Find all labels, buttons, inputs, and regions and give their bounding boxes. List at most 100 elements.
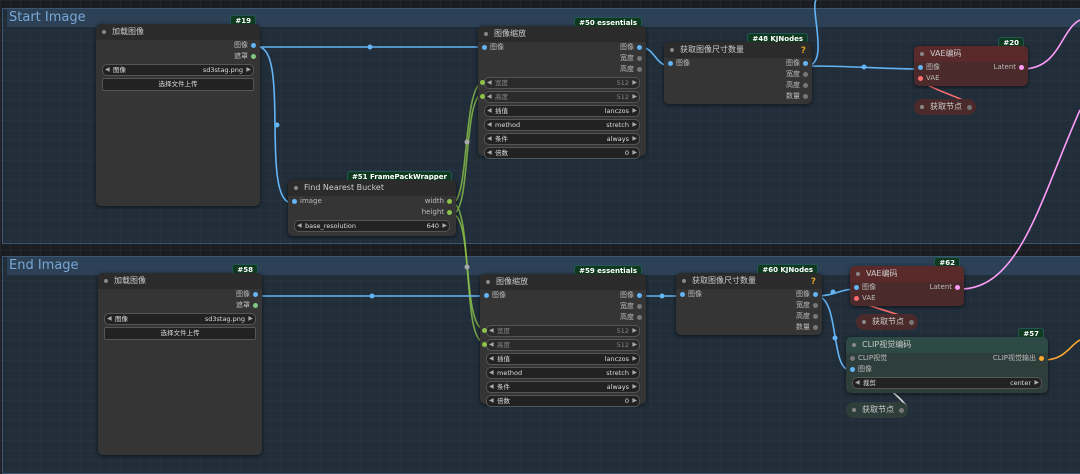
node-title[interactable]: 加载图像 [98, 273, 262, 289]
latent-output-port-icon[interactable] [955, 285, 960, 290]
input-image[interactable]: 图像 Latent [914, 62, 1028, 73]
output-width[interactable]: 宽度 [480, 301, 646, 312]
input-image[interactable]: image width [288, 196, 456, 207]
upload-file-button[interactable]: 选择文件上传 [102, 78, 254, 91]
input-image[interactable]: 图像 Latent [850, 282, 964, 293]
output-height[interactable]: 高度 [676, 311, 822, 322]
vae-input-port-icon[interactable] [854, 296, 859, 301]
width-output-port-icon[interactable] [637, 56, 642, 61]
width-input-port-icon[interactable] [482, 328, 487, 333]
output-height[interactable]: 高度 [478, 64, 646, 75]
image-input-port-icon[interactable] [482, 45, 487, 50]
output-height[interactable]: height [288, 207, 456, 218]
get-image-size-node-48[interactable]: #48 KJNodes 获取图像尺寸数量? 图像 图像 宽度 高度 数量 [664, 33, 812, 104]
node-title[interactable]: Find Nearest Bucket [288, 180, 456, 196]
output-port-icon[interactable] [899, 408, 904, 413]
output-height[interactable]: 高度 [664, 80, 812, 91]
help-icon[interactable]: ? [800, 46, 806, 56]
output-width[interactable]: 宽度 [664, 69, 812, 80]
image-output-port-icon[interactable] [813, 292, 818, 297]
image-input-port-icon[interactable] [292, 199, 297, 204]
image-input-port-icon[interactable] [850, 367, 855, 372]
output-mask[interactable]: 遮罩 [98, 300, 262, 311]
image-input-port-icon[interactable] [854, 285, 859, 290]
node-title[interactable]: 加载图像 [96, 24, 260, 40]
node-title[interactable]: 获取图像尺寸数量? [676, 273, 822, 289]
node-title[interactable]: VAE编码 [914, 46, 1028, 62]
image-output-port-icon[interactable] [803, 61, 808, 66]
width-output-port-icon[interactable] [637, 304, 642, 309]
get-image-size-node-60[interactable]: #60 KJNodes 获取图像尺寸数量? 图像 图像 宽度 高度 数量 [676, 264, 822, 335]
node-title[interactable]: CLIP视觉编码 [846, 337, 1048, 353]
upload-file-button[interactable]: 选择文件上传 [104, 327, 256, 340]
image-output-port-icon[interactable] [637, 293, 642, 298]
output-port-icon[interactable] [909, 320, 914, 325]
clip-vision-output-port-icon[interactable] [1039, 356, 1044, 361]
output-count[interactable]: 数量 [664, 91, 812, 102]
output-height[interactable]: 高度 [480, 312, 646, 323]
width-output-port-icon[interactable] [813, 303, 818, 308]
get-node-2[interactable]: 获取节点 [856, 314, 918, 330]
mask-output-port-icon[interactable] [251, 54, 256, 59]
output-count[interactable]: 数量 [676, 322, 822, 333]
width-input-port-icon[interactable] [480, 80, 485, 85]
input-image[interactable]: 图像 [846, 364, 1048, 375]
image-input-port-icon[interactable] [918, 65, 923, 70]
width-output-port-icon[interactable] [447, 199, 452, 204]
node-title[interactable]: 图像缩放 [480, 274, 646, 290]
get-node-3[interactable]: 获取节点 [846, 402, 908, 418]
height-output-port-icon[interactable] [447, 210, 452, 215]
input-vae[interactable]: VAE [914, 73, 1028, 84]
image-output-port-icon[interactable] [637, 45, 642, 50]
multiple-widget[interactable]: 倍数0 [486, 395, 640, 407]
input-image[interactable]: 图像 图像 [480, 290, 646, 301]
input-vae[interactable]: VAE [850, 293, 964, 304]
vae-input-port-icon[interactable] [918, 76, 923, 81]
height-output-port-icon[interactable] [813, 314, 818, 319]
vae-encode-node-62[interactable]: #62 VAE编码 图像 Latent VAE [850, 257, 964, 306]
image-output-port-icon[interactable] [251, 43, 256, 48]
mask-output-port-icon[interactable] [253, 303, 258, 308]
input-clip-vision[interactable]: CLIP视觉 CLIP视觉输出 [846, 353, 1048, 364]
count-output-port-icon[interactable] [813, 325, 818, 330]
output-mask[interactable]: 遮罩 [96, 51, 260, 62]
output-image[interactable]: 图像 [98, 289, 262, 300]
height-output-port-icon[interactable] [803, 83, 808, 88]
latent-output-port-icon[interactable] [1019, 65, 1024, 70]
output-image[interactable]: 图像 [96, 40, 260, 51]
height-input-port-icon[interactable] [482, 342, 487, 347]
output-width[interactable]: 宽度 [676, 300, 822, 311]
multiple-widget[interactable]: 倍数0 [484, 147, 640, 159]
height-input-port-icon[interactable] [480, 94, 485, 99]
output-port-icon[interactable] [967, 105, 972, 110]
image-input-port-icon[interactable] [668, 61, 673, 66]
node-title[interactable]: 获取图像尺寸数量? [664, 42, 812, 58]
clip-vision-input-port-icon[interactable] [850, 356, 855, 361]
image-input-port-icon[interactable] [484, 293, 489, 298]
vae-encode-node-20[interactable]: #20 VAE编码 图像 Latent VAE [914, 37, 1028, 86]
input-image[interactable]: 图像 图像 [478, 42, 646, 53]
image-input-port-icon[interactable] [680, 292, 685, 297]
width-output-port-icon[interactable] [803, 72, 808, 77]
help-icon[interactable]: ? [810, 277, 816, 287]
height-output-port-icon[interactable] [637, 67, 642, 72]
node-title[interactable]: 图像缩放 [478, 26, 646, 42]
count-output-port-icon[interactable] [803, 94, 808, 99]
